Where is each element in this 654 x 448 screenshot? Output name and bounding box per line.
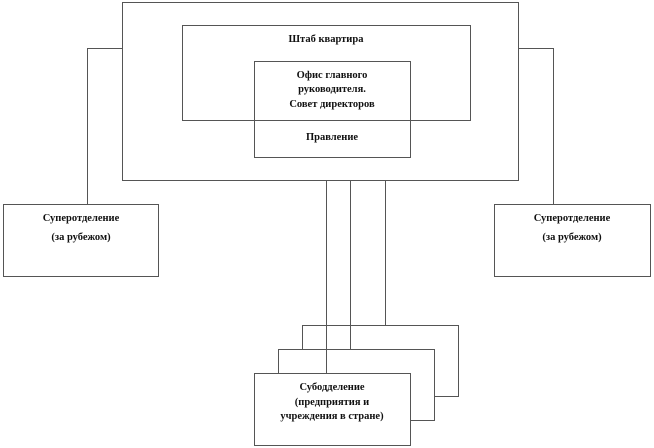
subdivision-line1: Субодделение	[299, 382, 364, 393]
office-label-line1: Офис главного	[297, 70, 368, 81]
left-connector	[87, 48, 123, 205]
hq-outer-frame	[122, 2, 519, 181]
quarters-label: Штаб квартира	[289, 34, 365, 45]
right-connector	[518, 48, 554, 205]
office-label-line2: руководителя.	[298, 84, 366, 95]
right-division-line2: (за рубежом)	[542, 232, 602, 243]
right-division-line1: Суперотделение	[534, 213, 611, 224]
subdivision-line3: учреждения в стране)	[280, 411, 384, 422]
subdivision-box-front	[254, 373, 411, 446]
board-label: Правление	[306, 132, 358, 143]
left-division-line2: (за рубежом)	[51, 232, 111, 243]
left-division-line1: Суперотделение	[43, 213, 120, 224]
subdivision-line2: (предприятия и	[295, 397, 369, 408]
left-division-box	[3, 204, 159, 277]
office-box	[254, 61, 411, 158]
right-division-box	[494, 204, 651, 277]
office-label-line3: Совет директоров	[289, 99, 375, 110]
